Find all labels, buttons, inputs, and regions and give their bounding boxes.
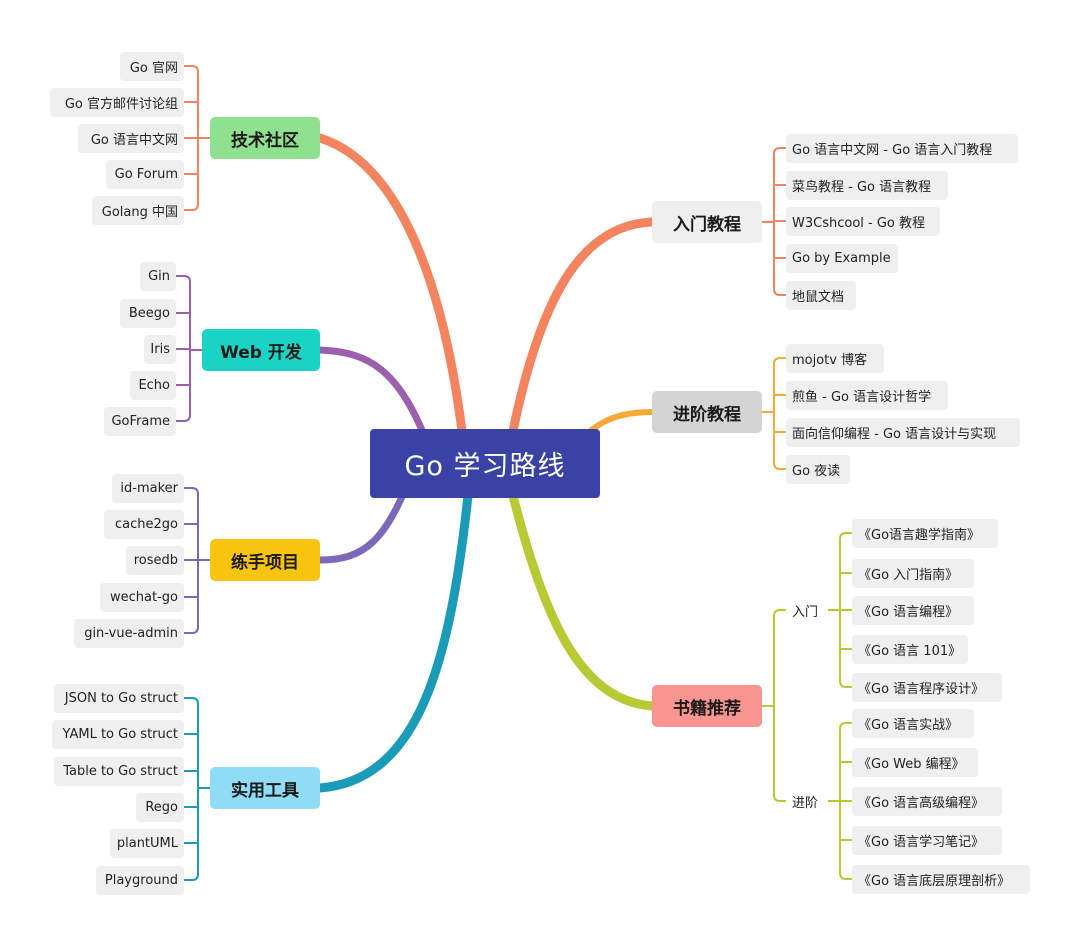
leaf-tools-3[interactable]: Rego bbox=[136, 793, 184, 822]
leaf-projects-4[interactable]: gin-vue-admin bbox=[74, 619, 184, 648]
leaf-intro-4[interactable]: 地鼠文档 bbox=[786, 281, 856, 310]
topic-community[interactable]: 技术社区 bbox=[210, 117, 320, 159]
leaf-book-basic-3[interactable]: 《Go 语言 101》 bbox=[852, 635, 968, 664]
leaf-tools-2[interactable]: Table to Go struct bbox=[54, 757, 184, 786]
bracket-books bbox=[762, 532, 852, 880]
books-sub-basic[interactable]: 入门 bbox=[788, 596, 823, 624]
leaf-community-3[interactable]: Go Forum bbox=[106, 160, 184, 189]
leaf-book-adv-2[interactable]: 《Go 语言高级编程》 bbox=[852, 787, 1002, 816]
topic-advanced[interactable]: 进阶教程 bbox=[652, 391, 762, 433]
leaf-web-1[interactable]: Beego bbox=[120, 299, 176, 328]
books-sub-advanced[interactable]: 进阶 bbox=[788, 787, 823, 815]
leaf-advanced-3[interactable]: Go 夜读 bbox=[786, 455, 850, 484]
bracket-web bbox=[176, 275, 202, 422]
leaf-community-2[interactable]: Go 语言中文网 bbox=[78, 124, 184, 153]
leaf-book-adv-1[interactable]: 《Go Web 编程》 bbox=[852, 748, 978, 777]
leaf-book-basic-4[interactable]: 《Go 语言程序设计》 bbox=[852, 673, 1002, 702]
topic-books[interactable]: 书籍推荐 bbox=[652, 685, 762, 727]
leaf-web-3[interactable]: Echo bbox=[130, 371, 176, 400]
topic-web[interactable]: Web 开发 bbox=[202, 329, 320, 371]
leaf-book-basic-1[interactable]: 《Go 入门指南》 bbox=[852, 559, 974, 588]
leaf-book-adv-3[interactable]: 《Go 语言学习笔记》 bbox=[852, 826, 1002, 855]
bracket-projects bbox=[184, 487, 210, 634]
branch-community bbox=[315, 133, 467, 436]
topic-projects[interactable]: 练手项目 bbox=[210, 539, 320, 581]
leaf-community-1[interactable]: Go 官方邮件讨论组 bbox=[50, 88, 184, 117]
leaf-web-2[interactable]: Iris bbox=[144, 335, 176, 364]
branch-tools bbox=[315, 491, 473, 793]
leaf-community-4[interactable]: Golang 中国 bbox=[92, 196, 184, 225]
branch-books bbox=[508, 491, 657, 711]
bracket-intro bbox=[762, 147, 786, 296]
leaf-book-adv-4[interactable]: 《Go 语言底层原理剖析》 bbox=[852, 865, 1030, 894]
center-topic[interactable]: Go 学习路线 bbox=[370, 429, 600, 498]
leaf-community-0[interactable]: Go 官网 bbox=[120, 52, 184, 81]
leaf-projects-0[interactable]: id-maker bbox=[112, 474, 184, 503]
branch-intro bbox=[508, 217, 657, 436]
leaf-book-adv-0[interactable]: 《Go 语言实战》 bbox=[852, 709, 974, 738]
leaf-advanced-1[interactable]: 煎鱼 - Go 语言设计哲学 bbox=[786, 381, 948, 410]
bracket-tools bbox=[184, 697, 210, 881]
leaf-web-4[interactable]: GoFrame bbox=[104, 407, 176, 436]
leaf-intro-3[interactable]: Go by Example bbox=[786, 244, 898, 273]
leaf-book-basic-0[interactable]: 《Go语言趣学指南》 bbox=[852, 519, 998, 548]
leaf-tools-0[interactable]: JSON to Go struct bbox=[54, 684, 184, 713]
leaf-tools-4[interactable]: plantUML bbox=[110, 829, 184, 858]
leaf-intro-2[interactable]: W3Cshcool - Go 教程 bbox=[786, 207, 940, 236]
leaf-intro-0[interactable]: Go 语言中文网 - Go 语言入门教程 bbox=[786, 134, 1018, 163]
leaf-intro-1[interactable]: 菜鸟教程 - Go 语言教程 bbox=[786, 171, 948, 200]
leaf-tools-5[interactable]: Playground bbox=[96, 866, 184, 895]
leaf-tools-1[interactable]: YAML to Go struct bbox=[52, 720, 184, 749]
leaf-projects-3[interactable]: wechat-go bbox=[100, 583, 184, 612]
branch-web bbox=[316, 346, 434, 454]
bracket-community bbox=[184, 65, 210, 211]
leaf-projects-2[interactable]: rosedb bbox=[126, 546, 184, 575]
leaf-projects-1[interactable]: cache2go bbox=[104, 510, 184, 539]
topic-tools[interactable]: 实用工具 bbox=[210, 767, 320, 809]
bracket-advanced bbox=[762, 357, 786, 470]
leaf-advanced-2[interactable]: 面向信仰编程 - Go 语言设计与实现 bbox=[786, 418, 1020, 447]
leaf-book-basic-2[interactable]: 《Go 语言编程》 bbox=[852, 596, 974, 625]
leaf-web-0[interactable]: Gin bbox=[140, 262, 176, 291]
topic-intro[interactable]: 入门教程 bbox=[652, 201, 762, 243]
leaf-advanced-0[interactable]: mojotv 博客 bbox=[786, 344, 884, 373]
